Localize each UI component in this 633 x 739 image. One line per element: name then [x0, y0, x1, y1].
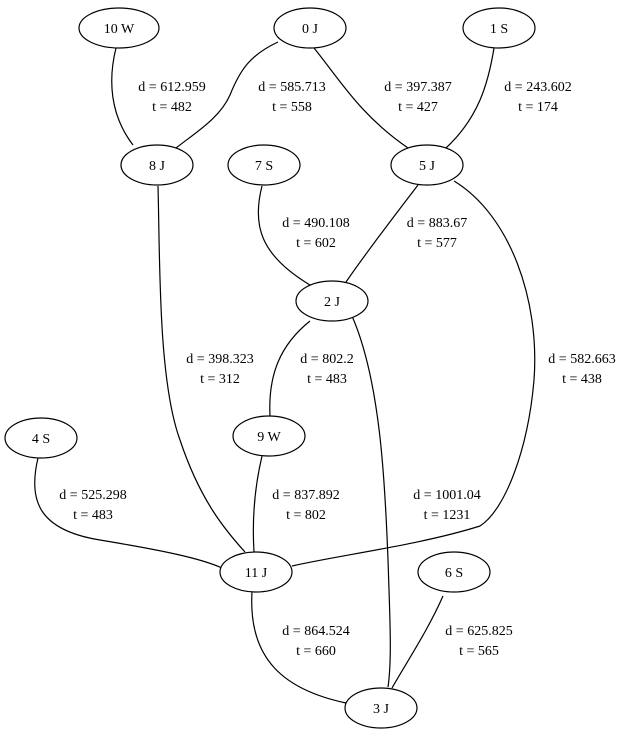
edge-time-label: t = 174 — [518, 100, 558, 115]
node-ellipse — [273, 7, 347, 49]
node-ellipse — [295, 280, 369, 322]
edge-line — [445, 47, 495, 149]
edge-line — [391, 595, 444, 689]
edge-9-11: d = 837.892 t = 802 — [252, 455, 340, 553]
edge-distance-label: d = 582.663 — [548, 352, 615, 367]
edge-8-11: d = 398.323 t = 312 — [157, 185, 254, 553]
node-0: 0 J — [273, 7, 347, 49]
edge-line — [257, 185, 311, 286]
edge-line — [313, 47, 409, 149]
edge-line — [251, 591, 347, 704]
edge-time-label: t = 660 — [296, 644, 336, 659]
node-2: 2 J — [295, 280, 369, 322]
node-3: 3 J — [344, 687, 418, 729]
edge-distance-label: d = 525.298 — [59, 488, 126, 503]
node-label: 11 J — [245, 566, 268, 581]
node-label: 2 J — [324, 295, 341, 310]
edge-time-label: t = 483 — [307, 372, 347, 387]
node-ellipse — [344, 687, 418, 729]
edge-distance-label: d = 837.892 — [272, 488, 339, 503]
node-label: 7 S — [255, 159, 273, 174]
edge-2-9: d = 802.2 t = 483 — [269, 320, 354, 417]
edge-distance-label: d = 397.387 — [384, 80, 451, 95]
node-ellipse — [78, 7, 160, 49]
edge-0-8: d = 585.713 t = 558 — [175, 41, 326, 149]
node-ellipse — [462, 7, 536, 49]
edge-10-8: d = 612.959 t = 482 — [111, 47, 206, 146]
node-label: 3 J — [373, 702, 390, 717]
edge-5-11: d = 582.663 t = 438 — [291, 180, 616, 567]
edge-time-label: t = 438 — [562, 372, 602, 387]
edge-time-label: t = 312 — [200, 372, 240, 387]
node-ellipse — [219, 551, 293, 593]
node-label: 9 W — [257, 430, 281, 445]
node-7: 7 S — [227, 144, 301, 186]
edge-time-label: t = 558 — [272, 100, 312, 115]
edge-time-label: t = 483 — [73, 508, 113, 523]
edge-distance-label: d = 490.108 — [282, 216, 349, 231]
node-ellipse — [390, 144, 464, 186]
edge-distance-label: d = 883.67 — [407, 216, 467, 231]
node-ellipse — [417, 551, 491, 593]
edge-line — [291, 180, 536, 567]
edge-time-label: t = 565 — [459, 644, 499, 659]
edge-distance-label: d = 585.713 — [258, 80, 325, 95]
node-10: 10 W — [78, 7, 160, 49]
node-ellipse — [227, 144, 301, 186]
edge-7-2: d = 490.108 t = 602 — [257, 185, 350, 286]
node-label: 0 J — [302, 22, 319, 37]
edge-time-label: t = 427 — [398, 100, 438, 115]
node-6: 6 S — [417, 551, 491, 593]
edge-distance-label: d = 243.602 — [504, 80, 571, 95]
edge-time-label: t = 802 — [286, 508, 326, 523]
node-label: 10 W — [104, 22, 135, 37]
edge-distance-label: d = 864.524 — [282, 624, 349, 639]
node-label: 5 J — [419, 159, 436, 174]
edge-time-label: t = 577 — [417, 236, 457, 251]
edge-6-3: d = 625.825 t = 565 — [391, 595, 513, 689]
edge-distance-label: d = 625.825 — [445, 624, 512, 639]
edge-distance-label: d = 612.959 — [138, 80, 205, 95]
node-ellipse — [4, 417, 78, 459]
edge-2-3: d = 1001.04 t = 1231 — [351, 315, 481, 688]
node-4: 4 S — [4, 417, 78, 459]
node-5: 5 J — [390, 144, 464, 186]
nodes: 10 W 0 J 1 S 8 J 7 S 5 J 2 J 4 S — [4, 7, 536, 729]
edge-5-2: d = 883.67 t = 577 — [345, 184, 467, 283]
edge-0-5: d = 397.387 t = 427 — [313, 47, 452, 149]
edge-line — [252, 455, 263, 553]
edge-distance-label: d = 802.2 — [300, 352, 353, 367]
node-label: 6 S — [445, 566, 463, 581]
node-ellipse — [120, 144, 194, 186]
edge-11-3: d = 864.524 t = 660 — [251, 591, 350, 704]
node-label: 1 S — [490, 22, 508, 37]
edges: d = 612.959 t = 482 d = 585.713 t = 558 … — [34, 41, 616, 704]
edge-line — [157, 185, 246, 553]
edge-distance-label: d = 398.323 — [186, 352, 253, 367]
node-label: 4 S — [32, 432, 50, 447]
edge-line — [175, 41, 279, 149]
node-11: 11 J — [219, 551, 293, 593]
node-ellipse — [232, 415, 306, 457]
node-label: 8 J — [149, 159, 166, 174]
edge-1-5: d = 243.602 t = 174 — [445, 47, 572, 149]
node-9: 9 W — [232, 415, 306, 457]
edge-line — [345, 184, 419, 283]
edge-distance-label: d = 1001.04 — [413, 488, 480, 503]
edge-line — [351, 315, 391, 688]
edge-time-label: t = 602 — [296, 236, 336, 251]
edge-time-label: t = 1231 — [424, 508, 471, 523]
edge-4-11: d = 525.298 t = 483 — [34, 457, 223, 569]
node-8: 8 J — [120, 144, 194, 186]
edge-line — [269, 320, 311, 417]
edge-line — [111, 47, 134, 146]
edge-line — [34, 457, 223, 569]
node-1: 1 S — [462, 7, 536, 49]
edge-time-label: t = 482 — [152, 100, 192, 115]
